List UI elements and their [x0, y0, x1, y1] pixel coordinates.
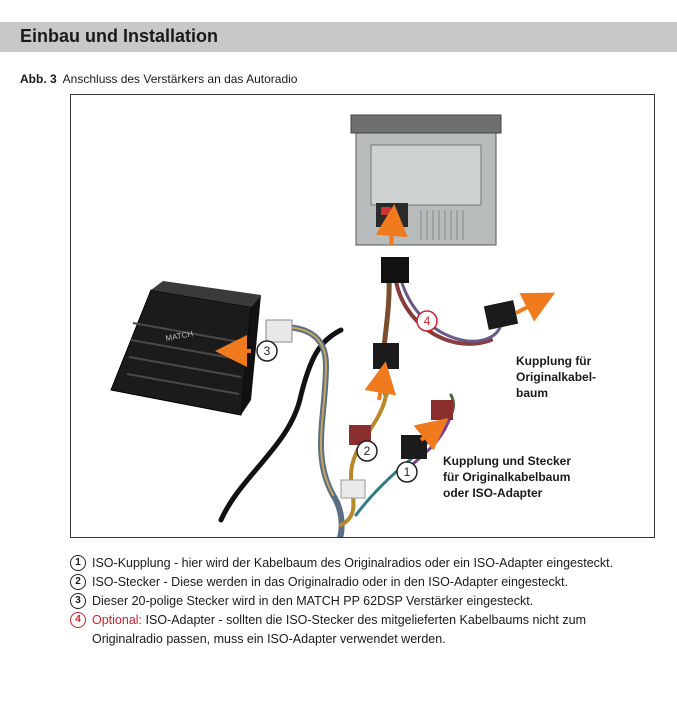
svg-text:2: 2 [364, 444, 371, 458]
legend-item-2: 2 ISO-Stecker - Diese werden in das Orig… [70, 573, 660, 592]
direction-arrows [215, 204, 556, 451]
wiring-illustration: MATCH [110, 114, 556, 537]
section-title: Einbau und Installation [20, 26, 218, 46]
figure-caption: Abb. 3 Anschluss des Verstärkers an das A… [20, 72, 297, 86]
label-original-harness-coupling: Kupplung für Originalkabel- baum [516, 354, 597, 400]
section-header-bar: Einbau und Installation [0, 22, 677, 52]
svg-text:4: 4 [424, 314, 431, 328]
label-coupling-and-plug: Kupplung und Stecker für Originalkabelba… [443, 454, 572, 500]
wiring-figure: MATCH [70, 94, 655, 538]
legend-item-4: 4 Optional: ISO-Adapter - sollten die IS… [70, 611, 660, 649]
legend-number-3: 3 [70, 593, 86, 609]
car-radio-chassis [350, 114, 502, 246]
legend-optional-prefix: Optional: [92, 613, 143, 627]
connector-blocks [265, 257, 519, 499]
legend-item-3: 3 Dieser 20-polige Stecker wird in den M… [70, 592, 660, 611]
figure-caption-number: Abb. 3 [20, 72, 57, 86]
callout-1: 1 [396, 461, 418, 483]
callout-4: 4 [416, 310, 438, 332]
legend-text-1: ISO-Kupplung - hier wird der Kabelbaum d… [92, 556, 614, 570]
svg-text:1: 1 [404, 465, 411, 479]
callout-2: 2 [356, 440, 378, 462]
figure-caption-text: Anschluss des Verstärkers an das Autorad… [62, 72, 298, 86]
legend-number-2: 2 [70, 574, 86, 590]
legend-text-3: Dieser 20-polige Stecker wird in den MAT… [92, 594, 534, 608]
figure-legend: 1 ISO-Kupplung - hier wird der Kabelbaum… [70, 554, 660, 649]
legend-item-1: 1 ISO-Kupplung - hier wird der Kabelbaum… [70, 554, 660, 573]
amplifier-unit: MATCH [110, 281, 261, 416]
legend-text-2: ISO-Stecker - Diese werden in das Origin… [92, 575, 568, 589]
svg-text:3: 3 [264, 344, 271, 358]
callout-3: 3 [256, 340, 278, 362]
legend-text-4: ISO-Adapter - sollten die ISO-Stecker de… [92, 613, 586, 646]
legend-number-4: 4 [70, 612, 86, 628]
legend-number-1: 1 [70, 555, 86, 571]
